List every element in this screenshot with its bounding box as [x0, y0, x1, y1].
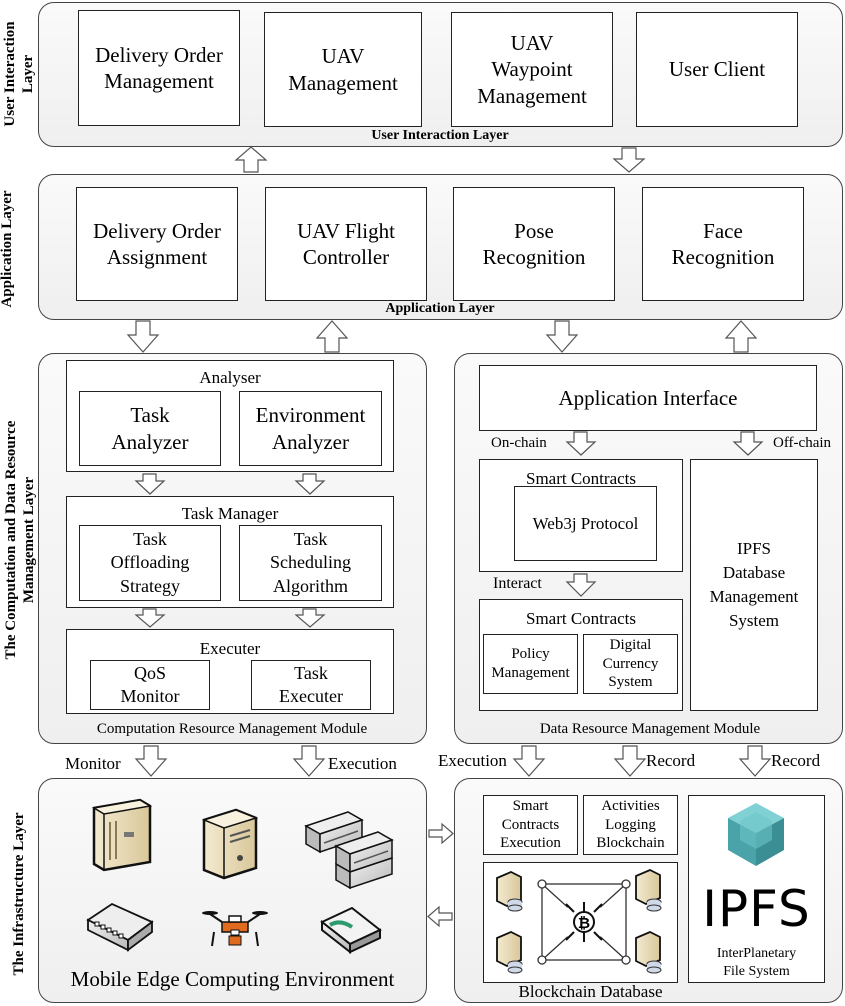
qos-monitor-box: QoS Monitor — [90, 660, 210, 710]
analyser-title: Analyser — [199, 368, 261, 387]
uav-flight-controller-box: UAV Flight Controller — [265, 187, 427, 301]
task-executer-box: Task Executer — [251, 660, 371, 710]
blockchain-database-caption: Blockchain Database — [518, 982, 663, 1001]
task-scheduling-algorithm-box: Task Scheduling Algorithm — [239, 525, 382, 601]
arrow-down-on-chain — [565, 431, 597, 456]
arrow-down-user-to-app — [612, 147, 646, 173]
task-analyzer-box: Task Analyzer — [79, 391, 221, 466]
task-manager-title: Task Manager — [181, 504, 279, 523]
ipfs-logo-text: IPFS — [702, 880, 811, 938]
activities-logging-blockchain-box: Activities Logging Blockchain — [583, 795, 678, 855]
ipfs-database-management-box: IPFS Database Management System — [690, 459, 818, 711]
server-tower-icon — [91, 798, 153, 872]
user-interaction-layer-caption: User Interaction Layer — [371, 128, 509, 143]
smart-contracts-title-1: Smart Contracts — [525, 469, 636, 488]
arrow-down-manager-to-executer-1 — [134, 608, 166, 628]
router-icon — [320, 906, 382, 955]
web3j-protocol-box: Web3j Protocol — [514, 486, 657, 561]
computation-module-caption: Computation Resource Management Module — [96, 721, 368, 737]
task-offloading-strategy-box: Task Offloading Strategy — [79, 525, 221, 601]
smart-contracts-title-2: Smart Contracts — [525, 609, 636, 628]
execution-label-left: Execution — [328, 754, 397, 773]
pose-recognition-box: Pose Recognition — [453, 187, 615, 301]
record-label-1: Record — [646, 751, 696, 770]
arrow-up-computation-to-app — [315, 320, 349, 353]
arrow-down-execution-right — [512, 745, 546, 777]
record-label-2: Record — [771, 751, 821, 770]
ipfs-cube-icon — [728, 803, 784, 866]
smart-contracts-execution-box: Smart Contracts Execution — [483, 795, 578, 855]
uav-management-box: UAV Management — [264, 12, 422, 127]
arrow-down-record-2 — [738, 745, 772, 777]
arrow-up-data-to-app — [724, 320, 758, 353]
application-interface-box: Application Interface — [479, 365, 817, 431]
on-chain-label: On-chain — [491, 435, 547, 451]
bitcoin-network-icon: ₿ — [537, 879, 631, 965]
ipfs-subtitle: InterPlanetary File System — [716, 946, 797, 980]
arrow-down-app-to-data — [545, 320, 579, 353]
mec-caption: Mobile Edge Computing Environment — [70, 967, 395, 991]
user-client-box: User Client — [636, 12, 798, 127]
drone-icon — [202, 911, 268, 947]
data-module-caption: Data Resource Management Module — [539, 721, 761, 737]
execution-label-right: Execution — [438, 751, 507, 770]
arrow-down-monitor — [134, 745, 168, 777]
uav-waypoint-management-box: UAV Waypoint Management — [451, 12, 613, 127]
off-chain-label: Off-chain — [773, 435, 832, 451]
monitor-label: Monitor — [65, 754, 121, 773]
server-rack-icon — [304, 811, 394, 890]
arrow-down-off-chain — [732, 431, 764, 456]
executer-title: Executer — [199, 639, 261, 658]
network-switch-icon — [86, 902, 154, 952]
delivery-order-assignment-box: Delivery Order Assignment — [76, 187, 238, 301]
arrow-up-app-to-user — [234, 146, 268, 173]
arrow-down-analyser-to-manager-2 — [294, 473, 326, 495]
server-box-icon — [201, 808, 259, 880]
arrow-left-blockchain-to-mec — [427, 905, 453, 928]
policy-management-box: Policy Management — [483, 634, 578, 694]
environment-analyzer-box: Environment Analyzer — [239, 391, 382, 466]
arrow-down-execution-left — [292, 745, 326, 777]
blockchain-node-icons — [496, 869, 662, 974]
arrow-down-app-to-computation — [126, 320, 160, 353]
arrow-down-record-1 — [613, 745, 647, 777]
arrow-right-mec-to-blockchain — [428, 822, 454, 845]
arrow-down-analyser-to-manager-1 — [134, 473, 166, 495]
face-recognition-box: Face Recognition — [642, 187, 804, 301]
interact-label: Interact — [493, 575, 542, 592]
arrow-down-manager-to-executer-2 — [294, 608, 326, 628]
svg-text:₿: ₿ — [578, 914, 590, 932]
application-layer-caption: Application Layer — [385, 301, 495, 316]
digital-currency-system-box: Digital Currency System — [583, 634, 678, 694]
arrow-down-interact — [565, 573, 597, 597]
delivery-order-management-box: Delivery Order Management — [78, 10, 240, 126]
